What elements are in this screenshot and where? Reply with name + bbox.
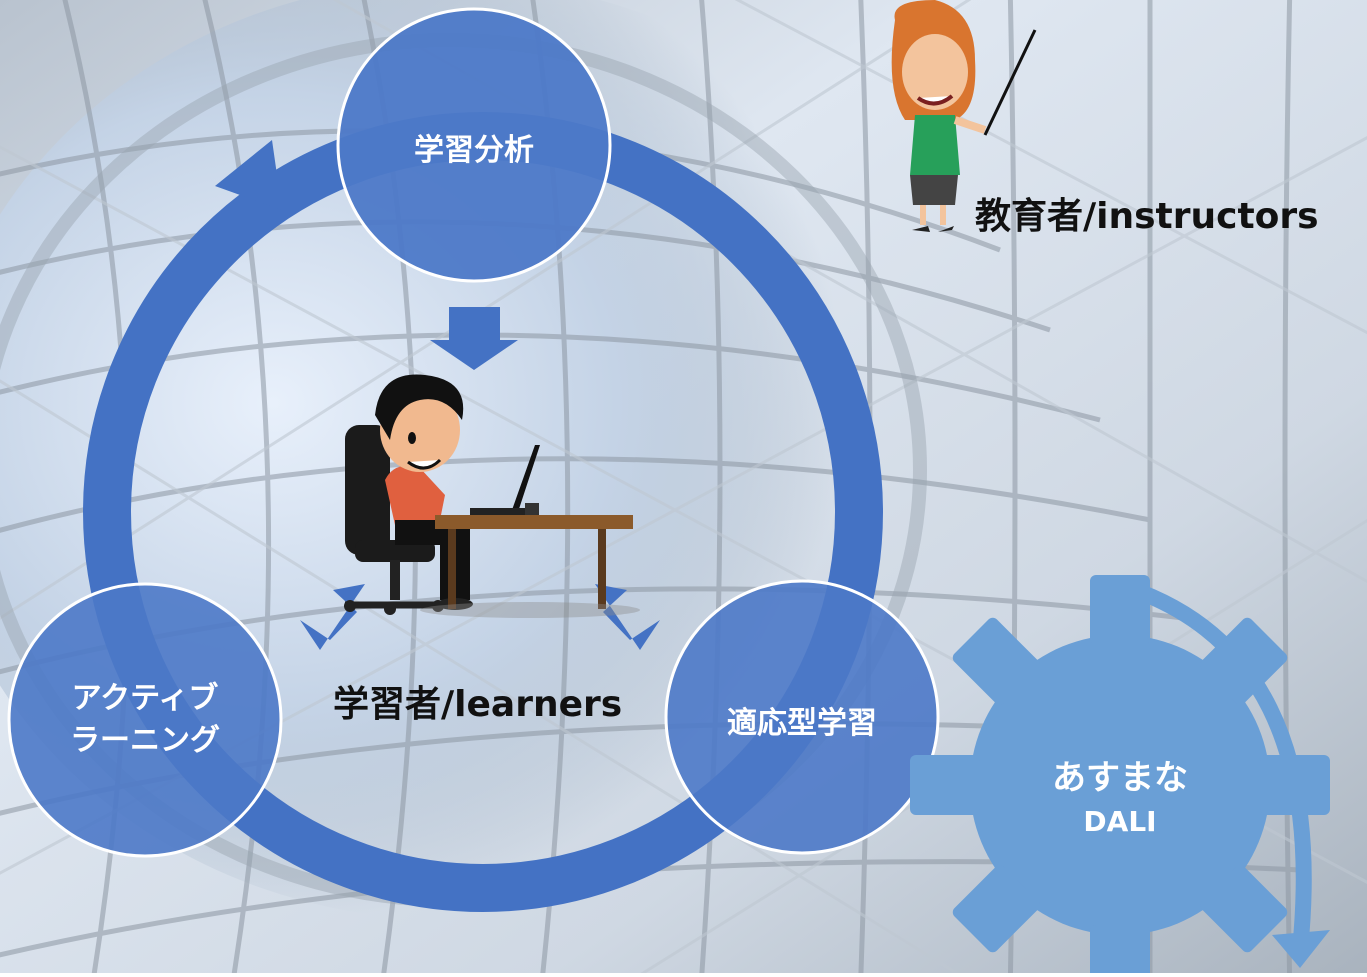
node-circle-right bbox=[664, 579, 940, 855]
node-circle-top bbox=[336, 7, 612, 283]
gear-label-line2: DALI bbox=[1083, 805, 1157, 838]
node-label-learning-analytics: 学習分析 bbox=[414, 133, 534, 168]
arrow-down-icon bbox=[430, 307, 518, 370]
learner-illustration bbox=[344, 374, 640, 618]
instructor-label: 教育者/instructors bbox=[975, 196, 1319, 237]
node-label-active-learning-line2: ラーニング bbox=[70, 723, 220, 758]
instructor-illustration bbox=[891, 0, 1037, 232]
node-label-adaptive-learning: 適応型学習 bbox=[727, 706, 877, 741]
gear-label-line1: あすまな bbox=[1052, 758, 1188, 798]
cycle-arrow-head bbox=[215, 140, 282, 210]
node-label-active-learning-line1: アクティブ bbox=[71, 681, 219, 716]
node-circle-left bbox=[7, 582, 283, 858]
node-label-active-learning: アクティブ ラーニング bbox=[45, 678, 245, 762]
learner-label: 学習者/learners bbox=[333, 684, 623, 725]
gear-label: あすまな DALI bbox=[1020, 750, 1220, 838]
pointer-stick bbox=[983, 29, 1037, 136]
arrow-up-left-icon bbox=[595, 584, 660, 650]
gear-icon bbox=[910, 575, 1330, 977]
